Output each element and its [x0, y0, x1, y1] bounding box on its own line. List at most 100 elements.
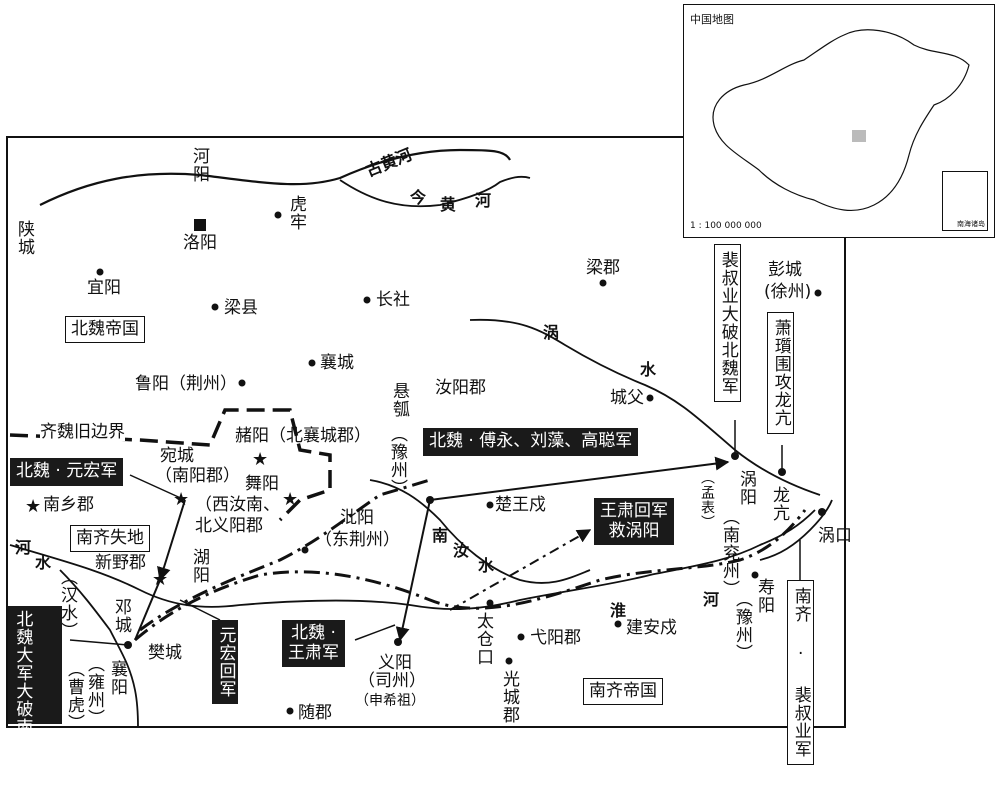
army-yuanhong-return: 元宏回军	[212, 620, 238, 704]
place-yiyang2-1: 义阳	[378, 653, 412, 673]
inset-scale: 1 : 100 000 000	[690, 221, 762, 231]
place-liangjun: 梁郡	[586, 258, 620, 278]
svg-text:★: ★	[252, 449, 268, 470]
place-huyang: 湖阳	[189, 548, 209, 584]
border-label: 齐魏旧边界	[40, 422, 125, 442]
place-biyang-2: （东荆州）	[315, 530, 400, 550]
place-guokou: 涡口	[818, 526, 852, 546]
star-markers: ★ ★ ★ ★ ★	[25, 449, 298, 590]
place-xiru-2: 北义阳郡	[195, 516, 263, 536]
river-ru-2: 汝	[453, 541, 470, 560]
svg-text:★: ★	[282, 489, 298, 510]
place-shouyang: 寿阳	[754, 578, 774, 614]
army-wangsu: 北魏 · 王肃军	[282, 620, 345, 668]
place-xiangyang: 襄阳	[107, 660, 127, 696]
army-peishuye: 裴叔业大破北魏军	[714, 244, 741, 402]
place-pengcheng-1: 彭城	[768, 260, 802, 280]
map-canvas: ★ ★ ★ ★ ★	[6, 136, 846, 728]
place-luoyang: 洛阳	[183, 233, 217, 253]
capital-luoyang	[194, 219, 206, 231]
river-now-yellow-1: 今	[410, 188, 427, 207]
callout-yuanhong	[129, 474, 186, 501]
river-han-1: 河	[15, 538, 32, 557]
south-sea-label: 南海诸岛	[957, 220, 985, 228]
nanru-river	[369, 479, 591, 584]
place-wuyin: 舞阳	[245, 474, 279, 494]
place-guoyang-2: （南兖州）	[719, 508, 739, 598]
svg-text:★: ★	[152, 569, 168, 590]
army-wei-defeat: 北魏大军大破南齐守军	[8, 606, 62, 790]
callout-yuanhong-return	[179, 599, 221, 621]
route-north	[139, 478, 431, 632]
river-huai-2: 河	[703, 590, 720, 609]
river-ru-1: 南	[432, 526, 449, 545]
army-wangsu-rescue-line1: 王肃回军	[600, 501, 668, 521]
army-xiaozhi: 萧瓆围攻龙亢	[767, 312, 794, 434]
place-yongzhou: （雍州）	[84, 655, 104, 727]
callout-wangsu	[354, 624, 396, 641]
inset-title: 中国地图	[690, 13, 734, 26]
china-outline	[712, 29, 970, 211]
place-xiru-1: （西汝南、	[195, 495, 280, 515]
place-hulao: 虎牢	[286, 195, 306, 231]
river-guo-2: 水	[640, 360, 657, 379]
old-yellow-river	[39, 148, 511, 206]
place-zheyang: 赭阳（北襄城郡）	[235, 426, 371, 446]
place-fancheng: 樊城	[148, 643, 182, 663]
army-qi-peishuye: 南齐 · 裴叔业军	[787, 580, 814, 765]
army-wangsu-rescue-line2: 救涡阳	[608, 520, 660, 541]
place-xinye: 新野郡	[95, 553, 146, 573]
inset-map: 中国地图 1 : 100 000 000 南海诸岛	[683, 4, 995, 238]
south-sea-box: 南海诸岛	[942, 171, 988, 231]
region-south-qi-lost: 南齐失地	[70, 525, 150, 552]
place-luyang: 鲁阳（荆州）	[135, 374, 237, 394]
arrow-yuanhong-2	[134, 579, 161, 641]
place-chengfu: 城父	[610, 388, 644, 408]
place-yuzhou: （豫州）	[732, 590, 752, 662]
place-changshe: 长社	[376, 290, 410, 310]
place-ruyangjun: 汝阳郡	[435, 378, 486, 398]
region-north-wei: 北魏帝国	[65, 316, 145, 343]
place-taicangkou: 太仓口	[473, 612, 493, 666]
place-xuanhu-2: （豫州）	[387, 425, 407, 497]
army-wangsu-rescue: 王肃回军 救涡阳	[594, 498, 674, 546]
svg-text:★: ★	[173, 489, 189, 510]
army-yuanhong: 北魏 · 元宏军	[10, 458, 124, 486]
place-caohu: （曹虎）	[64, 660, 84, 732]
place-heyang: 河阳	[189, 147, 209, 183]
place-yiyang2-2: （司州）	[358, 671, 426, 691]
guo-river	[469, 318, 821, 496]
huai-river-2	[759, 499, 833, 561]
river-guo-1: 涡	[543, 323, 560, 342]
place-xiangcheng: 襄城	[320, 353, 354, 373]
place-jiananshu: 建安戍	[626, 618, 677, 638]
svg-text:★: ★	[25, 496, 41, 517]
arrow-yiyang	[395, 499, 431, 642]
arrow-yuanhong-1	[157, 499, 186, 582]
army-wangsu-line1: 北魏 ·	[291, 623, 336, 643]
place-longkang: 龙亢	[769, 486, 789, 522]
place-suijun: 随郡	[298, 703, 332, 723]
river-han-2: 水	[35, 553, 52, 572]
place-pengcheng-2: (徐州)	[764, 282, 812, 302]
city-dots	[96, 211, 826, 715]
arrow-fu-liu-gao	[429, 456, 730, 501]
region-south-qi: 南齐帝国	[583, 678, 663, 705]
place-chuwang: 楚王戍	[495, 495, 546, 515]
army-wei-defeat-text: 北魏大军大破南齐守军	[12, 610, 33, 790]
arrow-wangsu-rescue	[449, 529, 592, 611]
place-guoyang-1: 涡阳	[736, 470, 756, 506]
place-wancheng-1: 宛城	[160, 446, 194, 466]
army-wangsu-line2: 王肃军	[288, 642, 339, 663]
place-liangxian: 梁县	[224, 298, 258, 318]
place-mengbiao: （孟表）	[699, 470, 715, 530]
map-frame	[6, 136, 846, 728]
river-now-yellow-3: 河	[475, 191, 492, 210]
river-huai-1: 淮	[610, 601, 627, 620]
place-wancheng-2: （南阳郡）	[155, 466, 240, 486]
place-shancheng: 陕城	[14, 220, 34, 256]
place-nanxiang: 南乡郡	[43, 495, 94, 515]
place-biyang-1: 沘阳	[340, 508, 374, 528]
river-hanshui: （汉水）	[57, 568, 77, 640]
place-dengcheng: 邓城	[111, 598, 131, 634]
